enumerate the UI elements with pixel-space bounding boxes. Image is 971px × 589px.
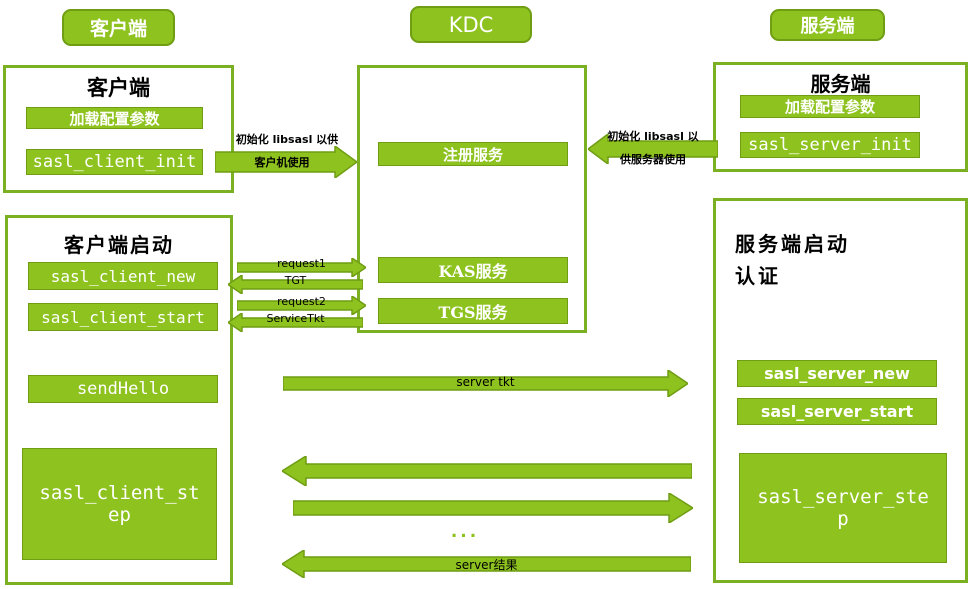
sasl-server-init-node: sasl_server_init bbox=[740, 132, 920, 158]
server-init-arrow-label-1: 初始化 libsasl 以 bbox=[607, 130, 699, 143]
request2-arrow bbox=[237, 296, 366, 315]
client-load-config-node: 加载配置参数 bbox=[26, 107, 203, 129]
client-header-badge: 客户端 bbox=[62, 9, 175, 46]
servicetkt-label: ServiceTkt bbox=[266, 312, 325, 325]
server-start-title: 服务端启动 bbox=[735, 232, 850, 256]
server-init-arrow bbox=[588, 134, 718, 164]
sasl-client-init-node: sasl_client_init bbox=[26, 149, 203, 175]
ellipsis-label: ... bbox=[450, 522, 480, 542]
server-result-arrow bbox=[282, 550, 691, 578]
request1-label: request1 bbox=[277, 257, 326, 270]
return-arrow bbox=[282, 456, 692, 486]
kdc-header-badge: KDC bbox=[410, 6, 532, 43]
forward-arrow bbox=[293, 493, 693, 523]
sasl-client-new-node: sasl_client_new bbox=[28, 262, 218, 290]
sasl-server-step-node: sasl_server_step bbox=[739, 453, 947, 563]
sasl-client-step-node: sasl_client_step bbox=[22, 448, 217, 560]
server-auth-title: 认证 bbox=[735, 264, 781, 288]
kdc-box bbox=[357, 65, 587, 333]
server-setup-title: 服务端 bbox=[810, 72, 871, 96]
server-result-label: server结果 bbox=[455, 558, 518, 572]
tgs-service-node: TGS服务 bbox=[378, 298, 568, 324]
servicetkt-arrow bbox=[228, 313, 363, 332]
send-hello-node: sendHello bbox=[28, 375, 218, 403]
client-setup-title: 客户端 bbox=[87, 75, 150, 100]
server-tkt-arrow bbox=[283, 370, 688, 397]
sasl-server-start-node: sasl_server_start bbox=[737, 398, 937, 425]
client-start-title: 客户端启动 bbox=[64, 233, 174, 257]
sasl-client-start-node: sasl_client_start bbox=[28, 303, 218, 331]
register-service-node: 注册服务 bbox=[378, 142, 568, 166]
server-tkt-label: server tkt bbox=[456, 375, 515, 389]
tgt-arrow bbox=[228, 275, 363, 294]
server-init-arrow-label-2: 供服务器使用 bbox=[620, 153, 686, 166]
sasl-server-new-node: sasl_server_new bbox=[737, 360, 937, 387]
kas-service-node: KAS服务 bbox=[378, 257, 568, 283]
server-header-badge: 服务端 bbox=[770, 9, 885, 41]
client-init-arrow bbox=[215, 146, 357, 178]
client-init-arrow-label-2: 客户机使用 bbox=[254, 156, 310, 169]
request1-arrow bbox=[237, 258, 366, 277]
client-init-arrow-label-1: 初始化 libsasl 以供 bbox=[235, 133, 339, 146]
request2-label: request2 bbox=[277, 295, 326, 308]
tgt-label: TGT bbox=[284, 274, 307, 287]
server-load-config-node: 加载配置参数 bbox=[740, 95, 920, 118]
